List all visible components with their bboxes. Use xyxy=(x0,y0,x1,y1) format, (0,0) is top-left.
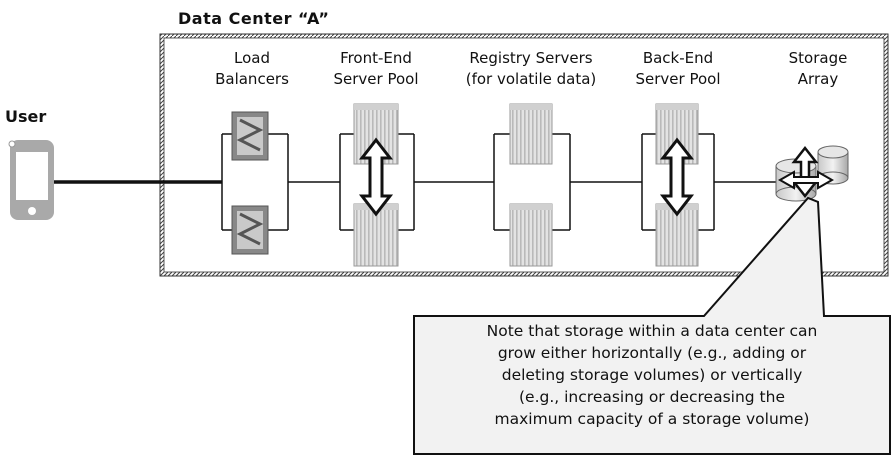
label-line: Storage xyxy=(788,49,848,67)
label-line: Load xyxy=(234,49,270,67)
label-line: Balancers xyxy=(215,70,289,88)
label-line: Front-End xyxy=(340,49,412,67)
server-rack-icon xyxy=(509,103,553,165)
load-balancer-icon xyxy=(231,205,269,255)
note-line: Note that storage within a data center c… xyxy=(486,322,818,340)
note-text: Note that storage within a data center c… xyxy=(414,320,890,430)
note-line: (e.g., increasing or decreasing the xyxy=(519,388,785,406)
column-label-load-balancers: Load Balancers xyxy=(204,48,300,90)
column-label-registry: Registry Servers (for volatile data) xyxy=(444,48,618,90)
label-line: Back-End xyxy=(642,49,714,67)
data-center-title: Data Center “A” xyxy=(178,9,330,28)
note-line: maximum capacity of a storage volume) xyxy=(494,410,810,428)
double-arrow-icon xyxy=(358,137,394,217)
label-line: (for volatile data) xyxy=(465,70,597,88)
column-label-back-end: Back-End Server Pool xyxy=(622,48,734,90)
smartphone-icon xyxy=(8,140,54,220)
label-line: Array xyxy=(797,70,839,88)
label-line: Registry Servers xyxy=(469,49,593,67)
note-line: deleting storage volumes) or vertically xyxy=(501,366,803,384)
server-rack-icon xyxy=(509,203,553,267)
note-callout xyxy=(413,196,891,455)
label-line: Server Pool xyxy=(333,70,419,88)
column-label-front-end: Front-End Server Pool xyxy=(320,48,432,90)
double-arrow-icon xyxy=(659,137,695,217)
label-line: Server Pool xyxy=(635,70,721,88)
double-arrow-icon xyxy=(777,170,835,190)
connection-lines xyxy=(54,133,776,231)
user-label: User xyxy=(5,107,47,126)
load-balancer-icon xyxy=(231,111,269,161)
note-line: grow either horizontally (e.g., adding o… xyxy=(497,344,807,362)
column-label-storage: Storage Array xyxy=(770,48,866,90)
